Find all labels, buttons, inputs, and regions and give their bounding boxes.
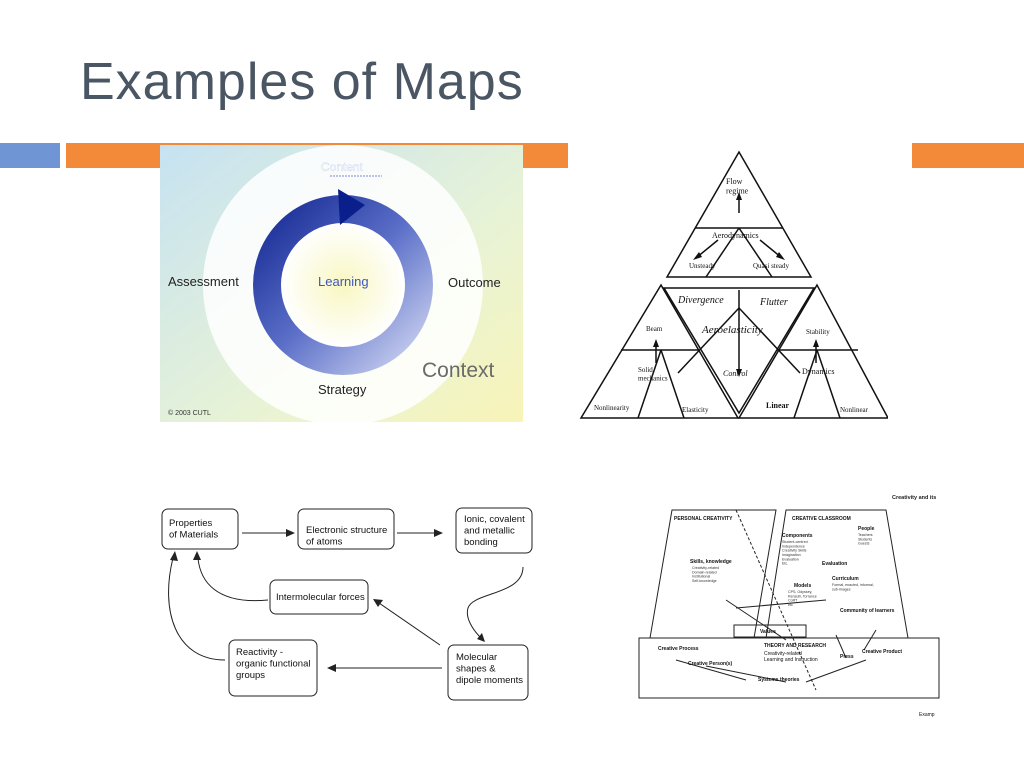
label-theory: THEORY AND RESEARCH bbox=[764, 643, 826, 649]
tri-label-nonlinear: Nonlinear bbox=[840, 406, 869, 414]
box-reactivity bbox=[228, 639, 318, 697]
tri-label-aerodynamics: Aerodynamics bbox=[712, 231, 759, 240]
creative-classroom-shape bbox=[765, 509, 909, 639]
label-skills: Skills, knowledge bbox=[690, 559, 732, 565]
label-curriculum: Curriculum bbox=[832, 576, 859, 582]
label-creative-product: Creative Product bbox=[862, 649, 902, 655]
label-community: Community of learners bbox=[840, 608, 895, 614]
label-models: Models bbox=[794, 583, 811, 589]
cycle-label-strategy: Strategy bbox=[318, 382, 367, 397]
cycle-label-context: Context bbox=[422, 359, 495, 382]
slide-title: Examples of Maps bbox=[80, 53, 524, 111]
label-systems: Systems theories bbox=[758, 677, 800, 683]
label-curriculum-sub: Formal, enacted, informal,sub-images bbox=[832, 583, 874, 591]
label-evaluation: Evaluation bbox=[822, 561, 847, 567]
cycle-label-assessment: Assessment bbox=[168, 274, 239, 289]
tri-label-quasi-steady: Quasi steady bbox=[753, 262, 789, 270]
tri-label-beam: Beam bbox=[646, 325, 663, 333]
tri-label-aeroelasticity: Aeroelasticity bbox=[701, 324, 763, 336]
cycle-label-content: Content bbox=[321, 160, 364, 174]
label-personal-creativity: PERSONAL CREATIVITY bbox=[674, 516, 733, 522]
box-molecular bbox=[447, 644, 529, 701]
label-creative-person: Creative Person(s) bbox=[688, 661, 733, 667]
label-creative-process: Creative Process bbox=[658, 646, 699, 652]
values-box bbox=[733, 624, 807, 638]
box-electronic bbox=[297, 508, 395, 550]
label-components: Components bbox=[782, 533, 813, 539]
label-caption: Examp bbox=[919, 712, 935, 718]
box-properties bbox=[161, 508, 239, 550]
tri-label-divergence: Divergence bbox=[677, 295, 724, 306]
top-triangle bbox=[665, 150, 813, 278]
accent-bar-blue bbox=[0, 143, 60, 168]
middle-triangle bbox=[662, 287, 816, 415]
tri-label-flutter: Flutter bbox=[759, 297, 788, 308]
cycle-label-outcome: Outcome bbox=[448, 275, 501, 290]
cycle-arrow-head bbox=[338, 189, 365, 225]
left-triangle bbox=[579, 283, 740, 419]
label-people: People bbox=[858, 526, 875, 532]
cycle-copyright: © 2003 CUTL bbox=[168, 409, 211, 417]
tri-label-elasticity: Elasticity bbox=[682, 406, 709, 414]
theory-research-box bbox=[638, 637, 940, 699]
tri-label-dynamics: Dynamics bbox=[802, 367, 834, 376]
tri-label-control: Control bbox=[723, 369, 748, 378]
cycle-map-image: Content Learning Assessment Outcome Stra… bbox=[160, 145, 523, 425]
right-triangle bbox=[737, 283, 890, 419]
accent-bar-orange-right bbox=[912, 143, 1024, 168]
tri-label-linear: Linear bbox=[766, 401, 790, 410]
label-values: Values bbox=[760, 629, 776, 635]
creativity-corner-title: Creativity and its bbox=[892, 495, 936, 501]
tri-label-nonlinearity: Nonlinearity bbox=[594, 404, 630, 412]
creativity-map-image: Creativity and its PERSONAL CREATIVITY C… bbox=[636, 490, 954, 722]
box-bonding bbox=[455, 507, 533, 554]
tri-label-stability: Stability bbox=[806, 328, 830, 336]
tri-label-unsteady: Unsteady bbox=[689, 262, 716, 270]
label-press: Press bbox=[840, 654, 854, 660]
flow-label-intermolecular: Intermolecular forces bbox=[276, 592, 365, 603]
box-intermolecular bbox=[269, 579, 369, 615]
cycle-label-learning: Learning bbox=[318, 274, 369, 289]
label-creative-classroom: CREATIVE CLASSROOM bbox=[792, 516, 851, 522]
